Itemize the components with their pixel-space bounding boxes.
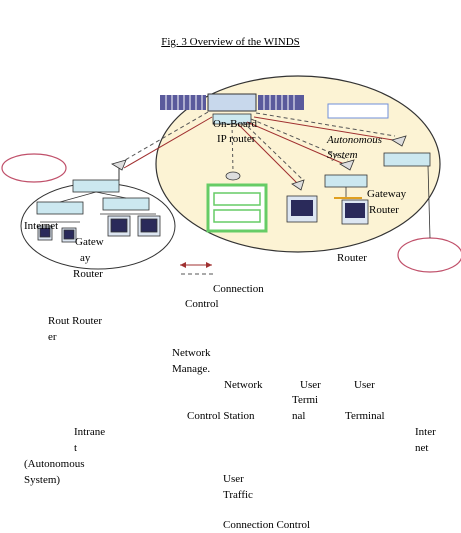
gateway-label-right: Gateway bbox=[367, 188, 407, 200]
autonomous-system-box bbox=[327, 103, 389, 119]
user-traffic-label-a: User bbox=[223, 473, 244, 485]
link-gw-dash bbox=[250, 118, 349, 161]
terminal-label: Terminal bbox=[345, 410, 385, 422]
internet-left-label: Internet bbox=[24, 220, 59, 232]
autonomous-label: Autonomous bbox=[327, 134, 382, 146]
intrane-label: Intrane bbox=[74, 426, 106, 438]
left-pc-3 bbox=[107, 215, 131, 237]
link-user-red bbox=[237, 123, 298, 184]
left-pc-4 bbox=[137, 215, 161, 237]
right-ground-station bbox=[383, 135, 431, 239]
nal-label: nal bbox=[292, 410, 306, 422]
link-right-red bbox=[253, 116, 394, 141]
user-terminal bbox=[286, 179, 318, 223]
network-label: Network bbox=[224, 379, 263, 391]
connection-control-bottom-label: Connection Control bbox=[223, 519, 311, 531]
gateway-router-right bbox=[324, 159, 369, 225]
inter-label: Inter bbox=[415, 426, 436, 438]
user-label-b: User bbox=[354, 379, 375, 391]
left-router-box-b bbox=[102, 197, 150, 211]
left-ground-station bbox=[111, 159, 127, 180]
network-control-station bbox=[206, 171, 268, 233]
gateway-left-label-b: ay bbox=[80, 252, 91, 264]
legend-arrow-right bbox=[206, 262, 212, 268]
left-gateway-box bbox=[72, 179, 120, 193]
onboard-label: On-Board bbox=[213, 118, 257, 130]
system-label: System bbox=[327, 149, 358, 161]
termi-label: Termi bbox=[292, 394, 319, 406]
user-label-a: User bbox=[300, 379, 321, 391]
control-label: Control bbox=[185, 298, 219, 310]
rout-router-label: Rout Router bbox=[48, 315, 103, 327]
satellite-icon bbox=[160, 93, 304, 112]
figure-title: Fig. 3 Overview of the WINDS bbox=[161, 36, 300, 48]
network-manage-label-b: Manage. bbox=[172, 363, 211, 375]
left-router-box-a bbox=[36, 201, 84, 215]
legend-arrow-left bbox=[180, 262, 186, 268]
autonomous-paren-label: (Autonomous bbox=[24, 458, 85, 470]
left-pc-2 bbox=[61, 227, 77, 243]
internet-cloud-left bbox=[1, 153, 67, 183]
router-mid-label: Router bbox=[337, 252, 367, 264]
net-label: net bbox=[415, 442, 429, 454]
network-manage-label-a: Network bbox=[172, 347, 211, 359]
connection-label: Connection bbox=[213, 283, 264, 295]
er-label: er bbox=[48, 331, 57, 343]
gateway-left-label-c: Router bbox=[73, 268, 103, 280]
link-station-dash bbox=[231, 123, 234, 173]
link-gw-red bbox=[246, 121, 345, 165]
system-paren-label: System) bbox=[24, 474, 61, 486]
internet-cloud-right bbox=[397, 237, 461, 273]
user-traffic-label-b: Traffic bbox=[223, 489, 253, 501]
ip-router-label: IP router bbox=[217, 133, 256, 145]
router-label-right: Router bbox=[369, 204, 399, 216]
t-label: t bbox=[74, 442, 78, 454]
link-left-red bbox=[123, 116, 213, 169]
link-right-dash bbox=[255, 112, 396, 137]
left-pc-1 bbox=[37, 225, 53, 241]
control-station-label: Control Station bbox=[187, 410, 255, 422]
link-left-dash bbox=[119, 111, 209, 164]
gateway-left-label-a: Gatew bbox=[75, 236, 104, 248]
